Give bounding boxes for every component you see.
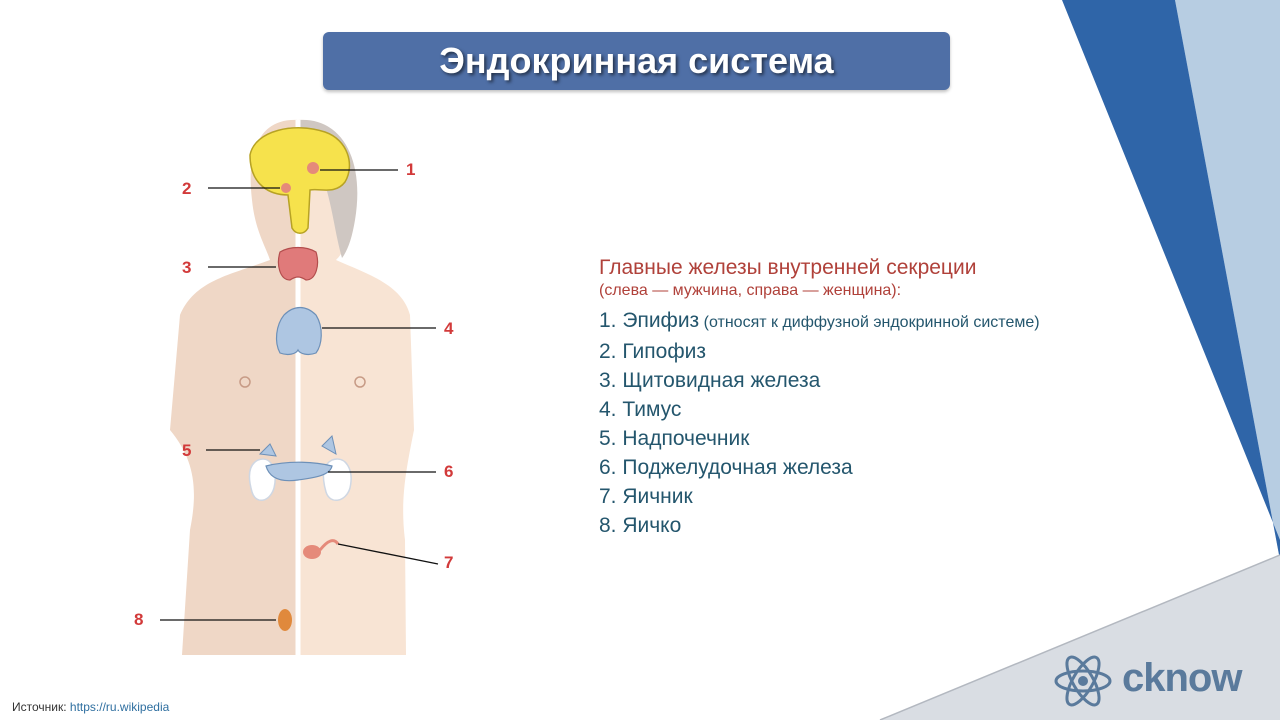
- glands-heading: Главные железы внутренней секреции: [599, 256, 977, 279]
- gland-item-text: 4. Тимус: [599, 398, 682, 421]
- callout-number-4: 4: [444, 319, 454, 338]
- pancreas: [265, 461, 333, 482]
- testis: [278, 609, 292, 631]
- callout-number-6: 6: [444, 462, 453, 481]
- gland-item-7: 7. Яичник: [599, 482, 1189, 511]
- source-credit: Источник: https://ru.wikipedia: [12, 700, 169, 714]
- dark-blue-band: [1062, 0, 1280, 560]
- gland-item-3: 3. Щитовидная железа: [599, 366, 1189, 395]
- gland-item-text: 6. Поджелудочная железа: [599, 456, 853, 479]
- male-nipple: [239, 376, 251, 388]
- source-link[interactable]: https://ru.wikipedia: [69, 700, 170, 714]
- callout-line-7: [337, 543, 439, 565]
- grey-edge-line: [879, 554, 1280, 720]
- callout-number-5: 5: [182, 441, 191, 460]
- endocrine-body-diagram: 1 2 3 4 5 6 7 8: [134, 119, 454, 656]
- gland-item-text: 3. Щитовидная железа: [599, 369, 821, 392]
- gland-item-note: (относят к диффузной эндокринной системе…: [699, 314, 1040, 331]
- glands-list: Главные железы внутренней секреции (слев…: [599, 256, 1189, 540]
- callout-number-8: 8: [134, 610, 143, 629]
- callout-number-3: 3: [182, 258, 191, 277]
- gland-item-1: 1. Эпифиз (относят к диффузной эндокринн…: [599, 306, 1189, 337]
- fallopian-tube: [318, 539, 340, 551]
- gland-item-text: 8. Яичко: [599, 514, 682, 537]
- pineal-gland: [307, 162, 319, 174]
- cknow-logo: cknow: [1052, 650, 1272, 712]
- callout-number-2: 2: [182, 179, 191, 198]
- thymus-gland: [275, 306, 322, 356]
- pituitary-gland: [281, 183, 291, 193]
- gland-item-text: 2. Гипофиз: [599, 340, 706, 363]
- gland-item-5: 5. Надпочечник: [599, 424, 1189, 453]
- female-body-half: [298, 119, 414, 656]
- gland-item-4: 4. Тимус: [599, 395, 1189, 424]
- atom-icon: [1054, 655, 1112, 707]
- right-adrenal-gland: [321, 435, 337, 455]
- callout-number-7: 7: [444, 553, 453, 572]
- glands-subheading: (слева — мужчина, справа — женщина):: [599, 282, 902, 299]
- callout-number-1: 1: [406, 160, 415, 179]
- page-title: Эндокринная система: [439, 40, 834, 81]
- gland-item-text: 5. Надпочечник: [599, 427, 750, 450]
- brain: [249, 127, 351, 234]
- gland-item-text: 7. Яичник: [599, 485, 693, 508]
- gland-item-text: 1. Эпифиз: [599, 309, 700, 332]
- thyroid-gland: [277, 246, 319, 281]
- logo-text: cknow: [1122, 656, 1242, 700]
- gland-item-8: 8. Яичко: [599, 511, 1189, 540]
- male-body-half: [170, 119, 298, 655]
- gland-item-2: 2. Гипофиз: [599, 337, 1189, 366]
- ovary: [303, 545, 321, 559]
- left-adrenal-gland: [258, 443, 277, 457]
- gland-item-6: 6. Поджелудочная железа: [599, 453, 1189, 482]
- female-nipple: [354, 376, 366, 388]
- source-label: Источник:: [12, 700, 67, 714]
- title-bar: Эндокринная система: [323, 32, 950, 90]
